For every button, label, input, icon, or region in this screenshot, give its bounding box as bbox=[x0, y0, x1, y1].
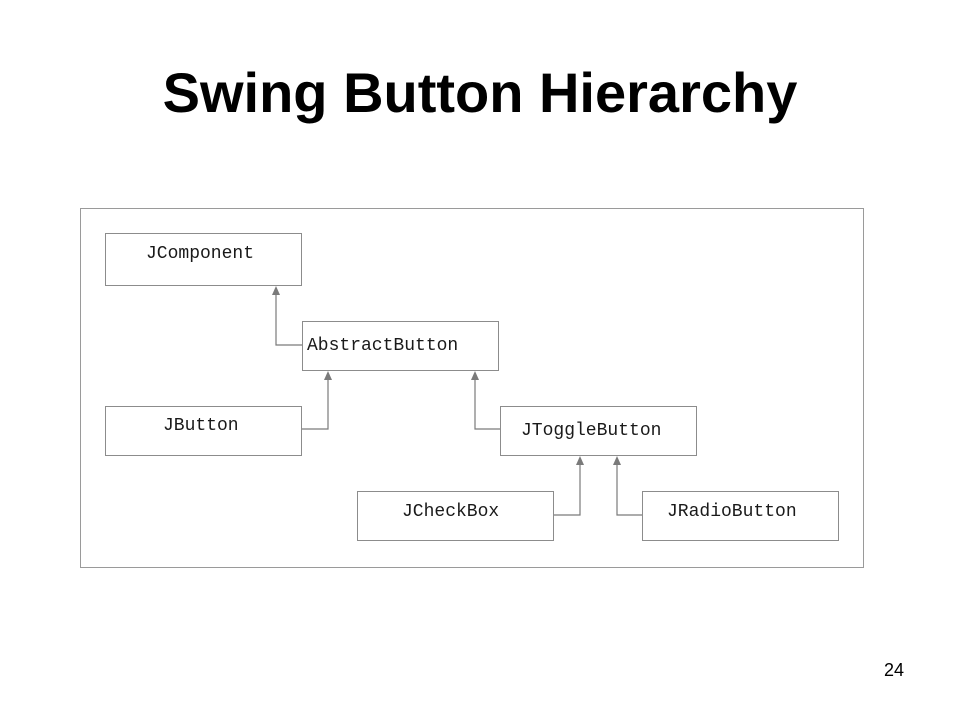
class-box-jcheckbox: JCheckBox bbox=[357, 491, 554, 541]
page-number: 24 bbox=[883, 660, 904, 680]
class-box-jbutton: JButton bbox=[105, 406, 302, 456]
class-box-jradiobutton: JRadioButton bbox=[642, 491, 839, 541]
class-box-jcomponent: JComponent bbox=[105, 233, 302, 286]
class-label-jbutton: JButton bbox=[163, 416, 239, 436]
class-label-jcomponent: JComponent bbox=[146, 243, 255, 264]
class-label-jradiobutton: JRadioButton bbox=[667, 502, 797, 522]
class-label-abstractbutton: AbstractButton bbox=[307, 336, 459, 356]
class-box-abstractbutton: AbstractButton bbox=[302, 321, 499, 371]
slide-title: Swing Button Hierarchy bbox=[162, 61, 798, 124]
class-box-jtogglebutton: JToggleButton bbox=[500, 406, 697, 456]
class-label-jtogglebutton: JToggleButton bbox=[521, 421, 662, 441]
class-label-jcheckbox: JCheckBox bbox=[402, 502, 500, 522]
